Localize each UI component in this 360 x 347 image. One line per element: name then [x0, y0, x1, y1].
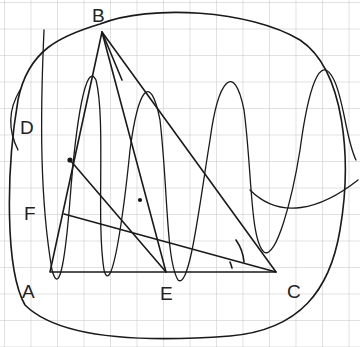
point-label: A: [22, 282, 35, 301]
point-label: F: [24, 204, 36, 223]
angle-mark: [230, 262, 232, 268]
segment: [102, 32, 122, 80]
dot: [139, 199, 142, 202]
segment: [70, 160, 166, 272]
point-label: E: [160, 284, 173, 303]
angle-mark: [236, 240, 244, 262]
dot: [68, 158, 72, 162]
point-label: B: [92, 6, 105, 25]
point-label: C: [287, 282, 301, 301]
scribble: [250, 180, 358, 208]
segment: [102, 32, 166, 272]
scribble: [11, 90, 20, 150]
scribble: [42, 30, 356, 281]
point-label: D: [20, 118, 34, 137]
